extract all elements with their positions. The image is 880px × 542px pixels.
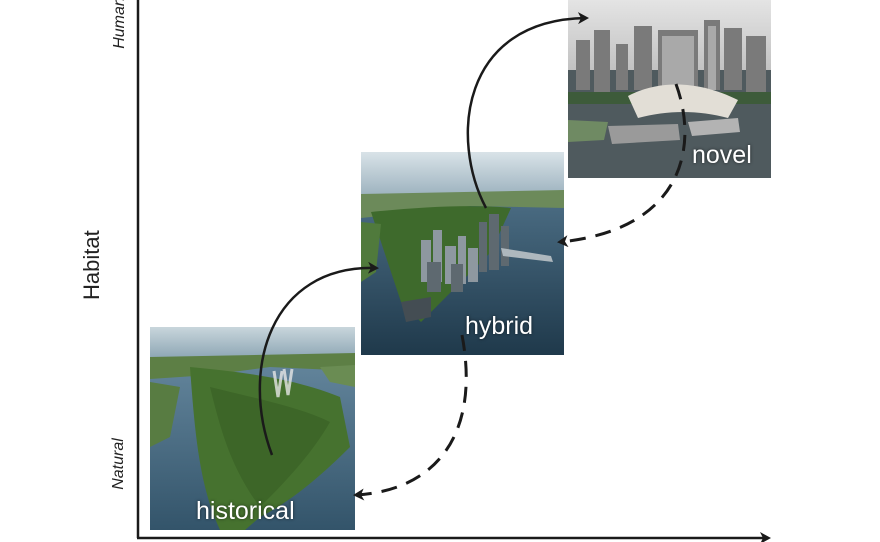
- novel-photo: novel: [568, 0, 771, 178]
- hybrid-photo: hybrid: [361, 152, 564, 355]
- stage-label-hybrid: hybrid: [465, 312, 534, 340]
- forward-arrow-historical-to-hybrid: [258, 261, 379, 456]
- hybrid-city-photo-icon: [361, 152, 564, 355]
- stage-label-novel: novel: [692, 141, 752, 169]
- stage-label-historical: historical: [196, 497, 295, 525]
- reverse-arrow-hybrid-to-historical: [353, 334, 468, 501]
- novel-city-photo-icon: [568, 0, 771, 178]
- reverse-arrow-novel-to-hybrid: [557, 83, 687, 248]
- forward-arrow-hybrid-to-novel: [466, 12, 589, 209]
